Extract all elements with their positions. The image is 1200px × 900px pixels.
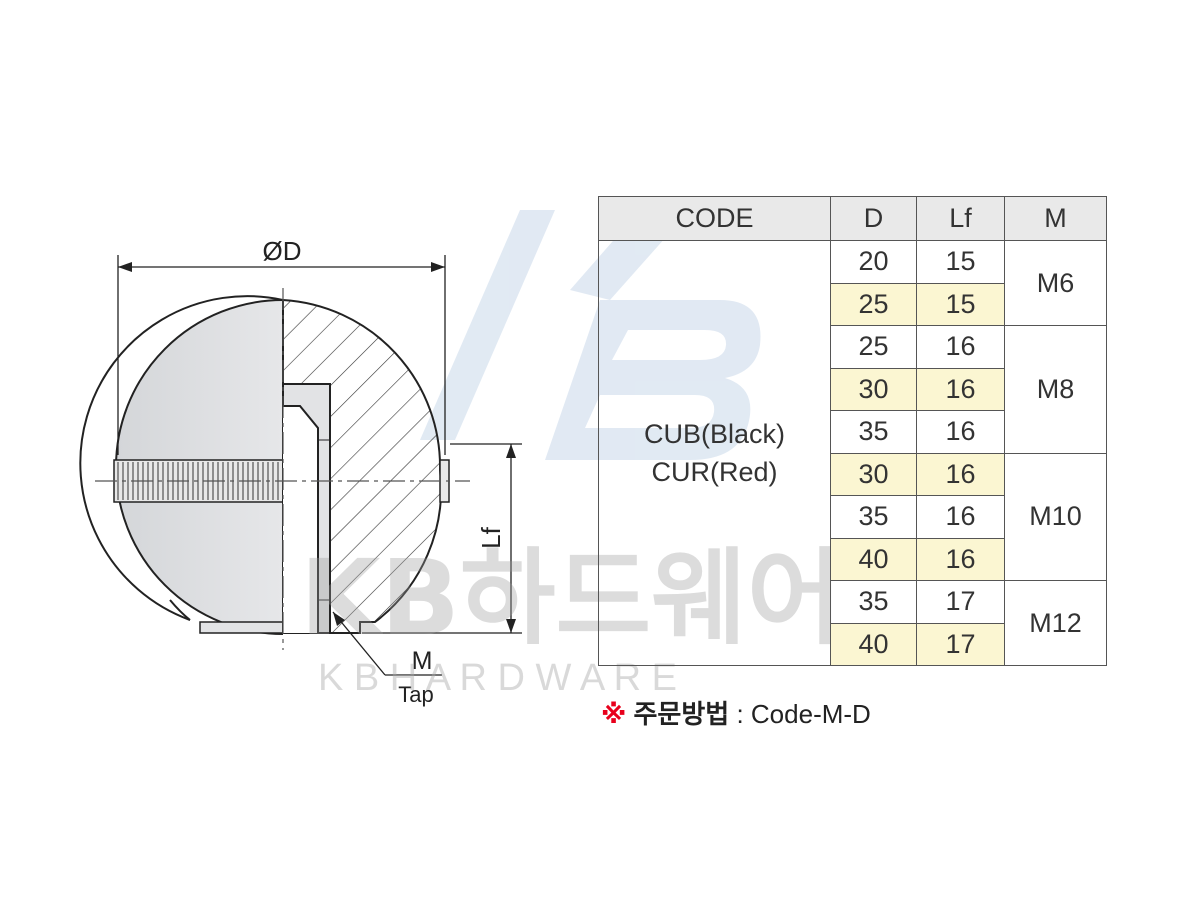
cell-lf: 15 <box>916 282 1005 326</box>
table-row: 25 16 M8 <box>599 325 1107 454</box>
cell-d: 30 <box>830 367 917 411</box>
header-code: CODE <box>598 196 831 241</box>
table-header-row: CODE D Lf M <box>598 196 1107 241</box>
cell-lf: 15 <box>916 240 1005 284</box>
thread-leader <box>332 611 442 676</box>
cell-d: 25 <box>830 282 917 326</box>
cell-d: 25 <box>830 325 917 369</box>
code-red: CUR(Red) <box>651 457 778 487</box>
tap-label: Tap <box>398 682 433 707</box>
cell-lf: 16 <box>916 452 1005 496</box>
cell-lf: 16 <box>916 325 1005 369</box>
cell-m: M6 <box>1004 240 1107 326</box>
spec-table: CODE D Lf M CUB(Black) CUR(Red) 20 15 M6… <box>598 196 1107 666</box>
cell-d: 35 <box>830 580 917 624</box>
header-d: D <box>830 196 917 241</box>
table-row: 40 17 <box>599 622 1107 666</box>
cell-d: 35 <box>830 495 917 539</box>
note-mark: ※ <box>601 699 627 729</box>
table-row: 35 16 <box>599 495 1107 539</box>
header-m: M <box>1004 196 1107 241</box>
cell-d: 20 <box>830 240 917 284</box>
table-row: 35 16 <box>599 410 1107 454</box>
cell-m: M10 <box>1004 452 1107 581</box>
cell-d: 40 <box>830 537 917 581</box>
diameter-dimension <box>117 255 446 455</box>
order-note: ※ 주문방법 : Code-M-D <box>601 694 871 731</box>
table-row: 35 17 M12 <box>599 580 1107 666</box>
note-separator: : <box>736 699 744 729</box>
cell-lf: 16 <box>916 410 1005 454</box>
cell-m: M8 <box>1004 325 1107 454</box>
length-label: Lf <box>476 526 506 548</box>
table-row: 30 16 <box>599 367 1107 411</box>
length-dimension <box>362 443 522 634</box>
note-value: Code-M-D <box>750 699 871 729</box>
cell-lf: 16 <box>916 367 1005 411</box>
cell-d: 40 <box>830 622 917 666</box>
cell-lf: 16 <box>916 537 1005 581</box>
cell-d: 30 <box>830 452 917 496</box>
code-cell: CUB(Black) CUR(Red) <box>598 240 831 666</box>
header-lf: Lf <box>916 196 1005 241</box>
table-row: 40 16 <box>599 537 1107 581</box>
center-lines <box>95 288 470 650</box>
cell-lf: 17 <box>916 622 1005 666</box>
code-black: CUB(Black) <box>643 419 785 449</box>
thread-label: M <box>412 647 433 675</box>
table-row: 25 15 <box>599 282 1107 326</box>
cell-lf: 17 <box>916 580 1005 624</box>
note-label: 주문방법 <box>633 699 730 729</box>
table-row: CUB(Black) CUR(Red) 20 15 M6 <box>598 240 1107 666</box>
cell-m: M12 <box>1004 580 1107 666</box>
ball-section-half <box>282 298 450 634</box>
cell-lf: 16 <box>916 495 1005 539</box>
cell-d: 35 <box>830 410 917 454</box>
diameter-label: ØD <box>263 236 302 266</box>
